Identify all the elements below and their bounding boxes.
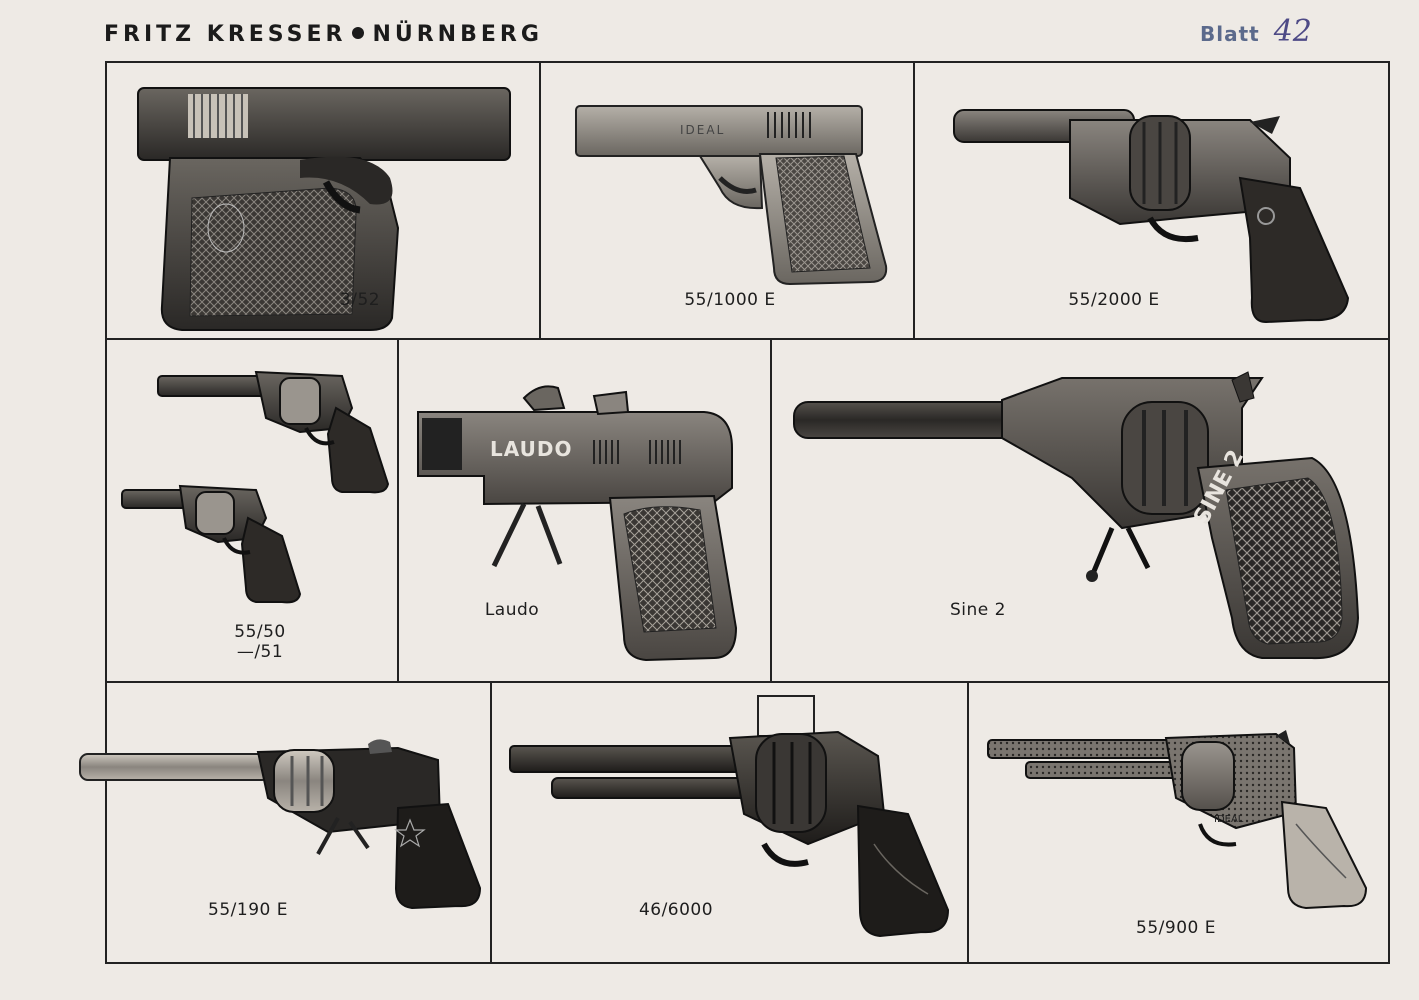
catalog-grid-frame: [105, 61, 1390, 964]
col-divider-r3-1: [490, 682, 492, 964]
revolver-55-900e-image: IDEAL: [987, 730, 1368, 910]
svg-text:LAUDO: LAUDO: [490, 437, 572, 461]
product-label-laudo: Laudo: [484, 600, 540, 620]
product-label-3-52: 3/52: [339, 290, 381, 310]
sheet-label: Blatt: [1200, 22, 1260, 46]
revolver-46-6000-image: [509, 695, 950, 938]
pistol-laudo-image: LAUDO: [417, 385, 738, 662]
product-label-55-2000e: 55/2000 E: [1068, 290, 1160, 310]
col-divider-r1-1: [539, 61, 541, 339]
revolver-55-2000e-image: [953, 109, 1350, 324]
revolver-55-190e-image: [79, 739, 482, 910]
bullet-dot-icon: [352, 27, 365, 39]
revolver-55-50-image: [157, 370, 390, 494]
revolver-sine-2-image: SINE 2: [793, 371, 1360, 660]
product-label-46-6000: 46/6000: [638, 900, 714, 920]
product-label-55-1000e: 55/1000 E: [684, 290, 776, 310]
col-divider-r1-2: [913, 61, 915, 339]
company-city: NÜRNBERG: [372, 22, 543, 47]
sheet-number: 42: [1273, 14, 1312, 49]
col-divider-r2-1: [397, 339, 399, 682]
col-divider-r2-2: [770, 339, 772, 682]
row-divider-2: [105, 681, 1390, 683]
company-name: FRITZ KRESSER: [104, 22, 347, 47]
svg-text:IDEAL: IDEAL: [680, 123, 725, 137]
product-label-55-51: —/51: [236, 642, 284, 662]
product-label-sine-2: Sine 2: [950, 600, 1006, 620]
product-label-55-900e: 55/900 E: [1136, 918, 1216, 938]
revolver-55-51-image: [121, 484, 302, 604]
svg-text:IDEAL: IDEAL: [1214, 814, 1244, 825]
col-divider-r3-2: [967, 682, 969, 964]
pistol-55-1000e-image: IDEAL: [575, 105, 888, 286]
page-header: FRITZ KRESSER NÜRNBERG: [104, 22, 543, 47]
pistol-3-52-image: [137, 87, 511, 331]
product-label-55-190e: 55/190 E: [208, 900, 288, 920]
product-label-55-50: 55/50: [234, 622, 286, 642]
sheet-number-stamp: Blatt 42: [1200, 14, 1312, 49]
row-divider-1: [105, 338, 1390, 340]
